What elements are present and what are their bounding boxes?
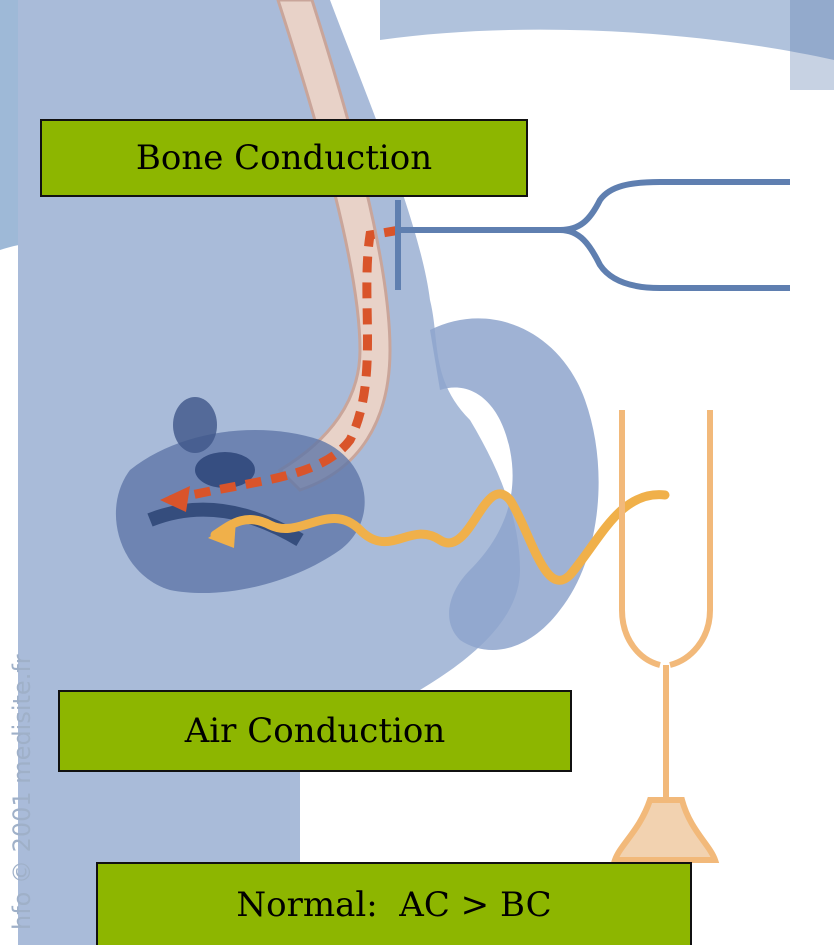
bone-conduction-label: Bone Conduction (40, 119, 528, 197)
air-conduction-label: Air Conduction (58, 690, 572, 772)
copyright-watermark: hfo © 2001 medisite.fr (8, 654, 36, 930)
normal-ratio-label: Normal: AC > BC (96, 862, 692, 945)
